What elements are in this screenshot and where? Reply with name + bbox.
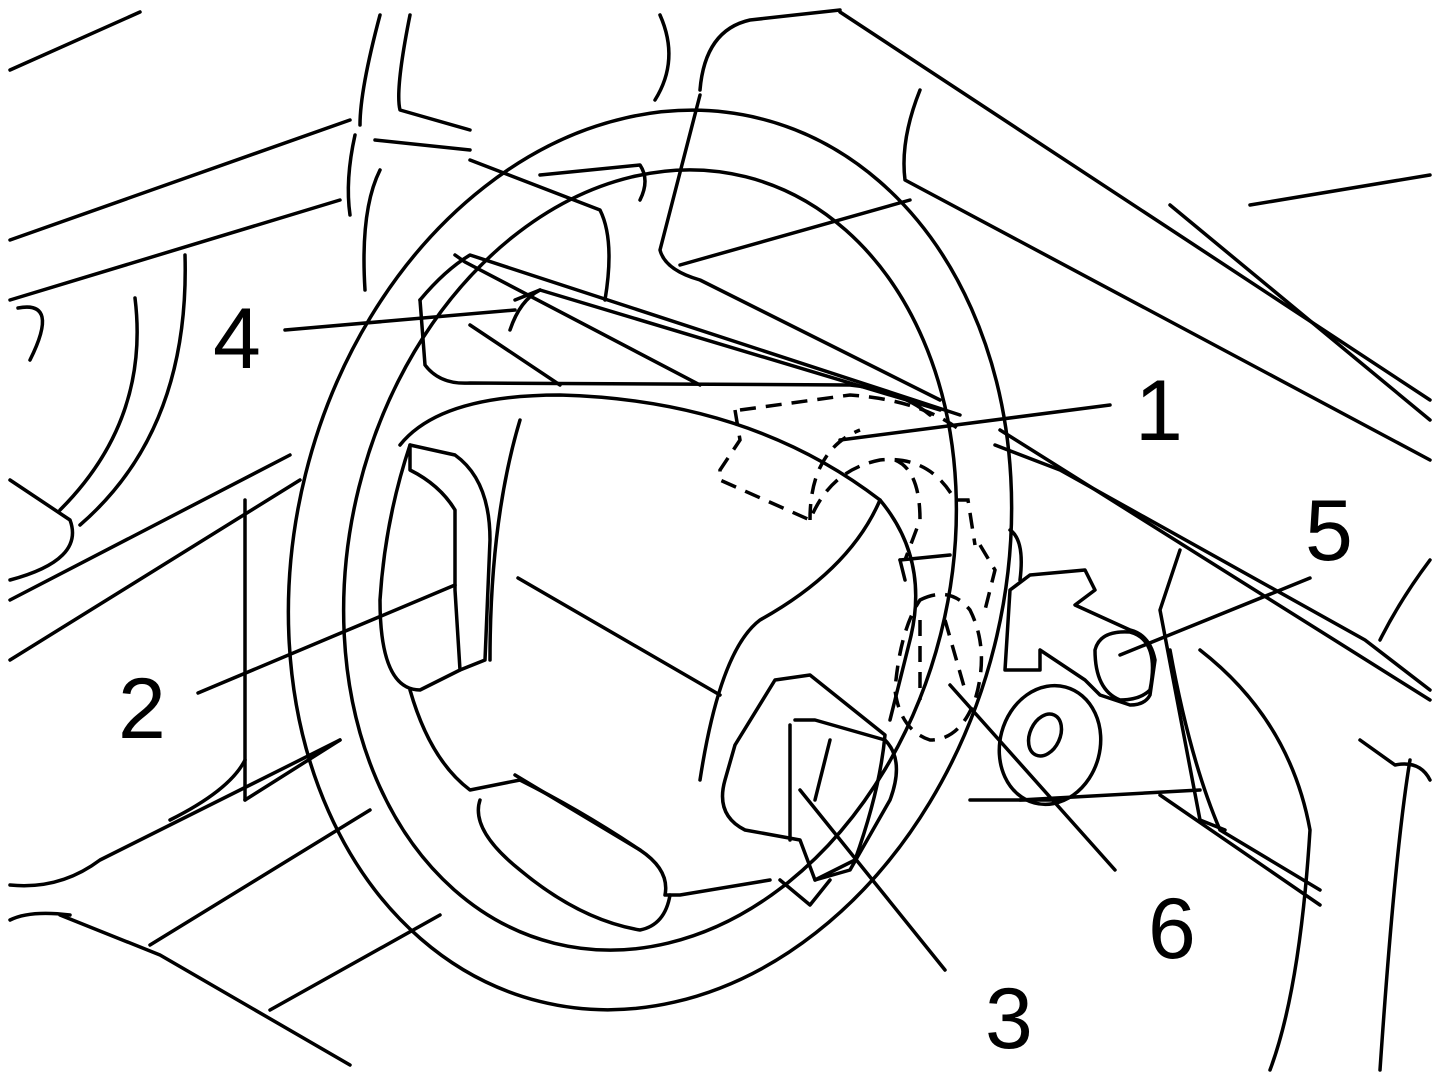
callout-5: 5 bbox=[1305, 483, 1353, 579]
leader-line-3 bbox=[798, 788, 947, 972]
key-cylinder bbox=[997, 683, 1103, 807]
right-spoke-switch bbox=[720, 673, 899, 882]
callout-3: 3 bbox=[985, 971, 1033, 1067]
callout-4: 4 bbox=[213, 291, 261, 387]
leader-lines bbox=[196, 308, 1312, 972]
leader-line-5 bbox=[1118, 576, 1312, 657]
leader-line-2 bbox=[196, 583, 457, 695]
steering-wheel-rim bbox=[286, 108, 1014, 1012]
dashboard-lines bbox=[8, 8, 1432, 1072]
leader-line-1 bbox=[838, 403, 1112, 442]
column-cover bbox=[418, 158, 962, 582]
hidden-components bbox=[718, 393, 997, 742]
combination-switch-lever bbox=[1003, 528, 1157, 707]
callout-1: 1 bbox=[1135, 363, 1183, 459]
left-spoke-switch bbox=[378, 443, 492, 692]
leader-line-4 bbox=[283, 308, 517, 332]
callout-6: 6 bbox=[1148, 881, 1196, 977]
steering-wheel-hub bbox=[398, 393, 918, 932]
callout-labels: 1 2 3 4 5 6 bbox=[118, 291, 1353, 1067]
callout-2: 2 bbox=[118, 661, 166, 757]
leader-line-6 bbox=[948, 683, 1117, 872]
